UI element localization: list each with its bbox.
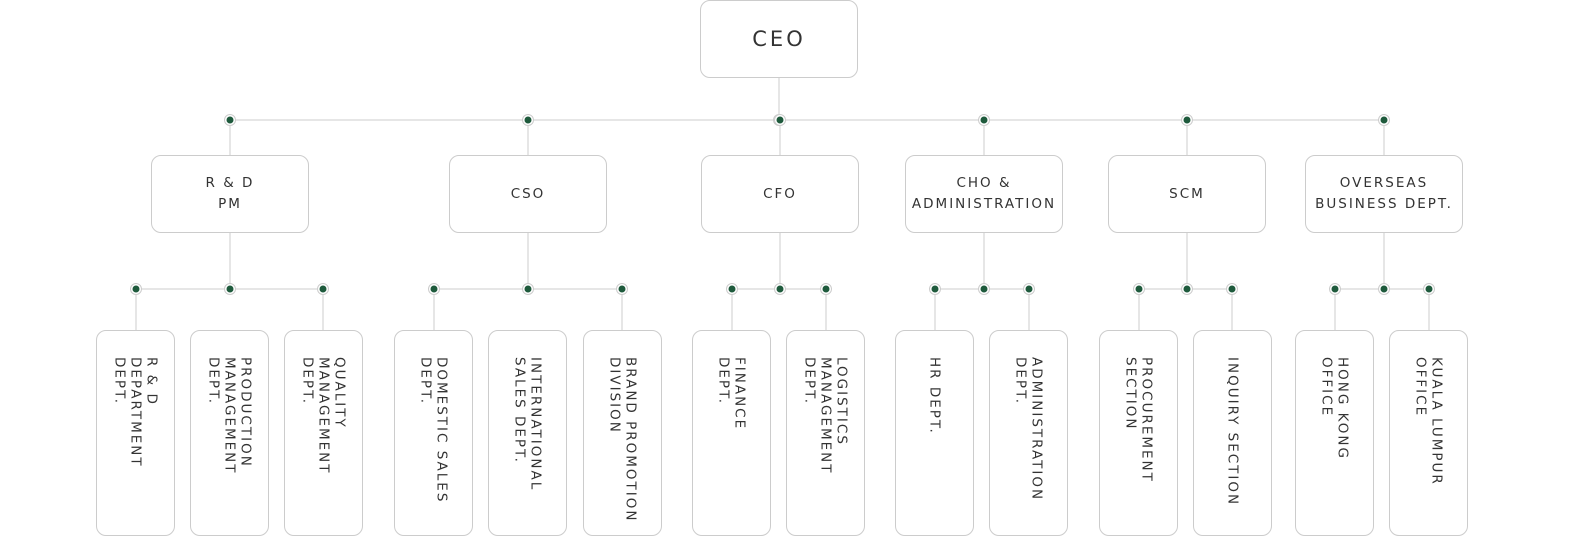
node-dot <box>522 283 534 295</box>
node-dot <box>774 114 786 126</box>
unit-label: FINANCE DEPT. <box>715 357 748 431</box>
dept-box-cso: CSO <box>449 155 607 233</box>
node-dot <box>1181 114 1193 126</box>
dept-box-cho: CHO & ADMINISTRATION <box>905 155 1063 233</box>
node-dot <box>130 283 142 295</box>
unit-box: PRODUCTION MANAGEMENT DEPT. <box>190 330 269 536</box>
unit-box: PROCUREMENT SECTION <box>1099 330 1178 536</box>
node-dot <box>1181 283 1193 295</box>
node-dot <box>820 283 832 295</box>
unit-label: DOMESTIC SALES DEPT. <box>417 357 450 504</box>
unit-label: KUALA LUMPUR OFFICE <box>1412 357 1445 486</box>
unit-box: HONG KONG OFFICE <box>1295 330 1374 536</box>
dept-label: SCM <box>1169 185 1205 202</box>
unit-label: QUALITY MANAGEMENT DEPT. <box>299 357 348 475</box>
unit-box: HR DEPT. <box>895 330 974 536</box>
node-dot <box>224 283 236 295</box>
node-dot <box>726 283 738 295</box>
unit-label: R & D DEPARTMENT DEPT. <box>111 357 160 468</box>
dept-label: OVERSEAS BUSINESS DEPT. <box>1315 175 1453 212</box>
node-dot <box>1023 283 1035 295</box>
unit-label: HR DEPT. <box>926 357 943 435</box>
unit-box: BRAND PROMOTION DIVISION <box>583 330 662 536</box>
unit-label: INQUIRY SECTION <box>1224 357 1241 507</box>
node-dot <box>1329 283 1341 295</box>
node-dot <box>522 114 534 126</box>
unit-box: INTERNATIONAL SALES DEPT. <box>488 330 567 536</box>
dept-label: CSO <box>510 185 546 202</box>
dept-box-cfo: CFO <box>701 155 859 233</box>
unit-label: PRODUCTION MANAGEMENT DEPT. <box>205 357 254 475</box>
node-dot <box>1378 114 1390 126</box>
node-dot <box>929 283 941 295</box>
node-dot <box>1226 283 1238 295</box>
node-dot <box>1423 283 1435 295</box>
unit-label: BRAND PROMOTION DIVISION <box>606 357 639 523</box>
ceo-label: CEO <box>752 27 806 51</box>
unit-box: QUALITY MANAGEMENT DEPT. <box>284 330 363 536</box>
dept-label: R & D PM <box>205 175 255 212</box>
node-dot <box>1133 283 1145 295</box>
unit-box: INQUIRY SECTION <box>1193 330 1272 536</box>
unit-label: PROCUREMENT SECTION <box>1122 357 1155 483</box>
unit-label: INTERNATIONAL SALES DEPT. <box>511 357 544 492</box>
node-dot <box>317 283 329 295</box>
unit-box: ADMINISTRATION DEPT. <box>989 330 1068 536</box>
node-dot <box>1378 283 1390 295</box>
dept-box-rd-pm: R & D PM <box>151 155 309 233</box>
dept-box-scm: SCM <box>1108 155 1266 233</box>
node-dot <box>224 114 236 126</box>
unit-label: HONG KONG OFFICE <box>1318 357 1351 460</box>
unit-label: ADMINISTRATION DEPT. <box>1012 357 1045 502</box>
unit-box: KUALA LUMPUR OFFICE <box>1389 330 1468 536</box>
unit-box: FINANCE DEPT. <box>692 330 771 536</box>
unit-box: DOMESTIC SALES DEPT. <box>394 330 473 536</box>
dept-label: CFO <box>763 185 797 202</box>
node-dot <box>774 283 786 295</box>
unit-box: R & D DEPARTMENT DEPT. <box>96 330 175 536</box>
node-dot <box>428 283 440 295</box>
dept-box-overseas: OVERSEAS BUSINESS DEPT. <box>1305 155 1463 233</box>
unit-label: LOGISTICS MANAGEMENT DEPT. <box>801 357 850 475</box>
node-dot <box>978 114 990 126</box>
dept-label: CHO & ADMINISTRATION <box>911 175 1057 212</box>
unit-box: LOGISTICS MANAGEMENT DEPT. <box>786 330 865 536</box>
node-dot <box>616 283 628 295</box>
node-dot <box>978 283 990 295</box>
ceo-box: CEO <box>700 0 858 78</box>
